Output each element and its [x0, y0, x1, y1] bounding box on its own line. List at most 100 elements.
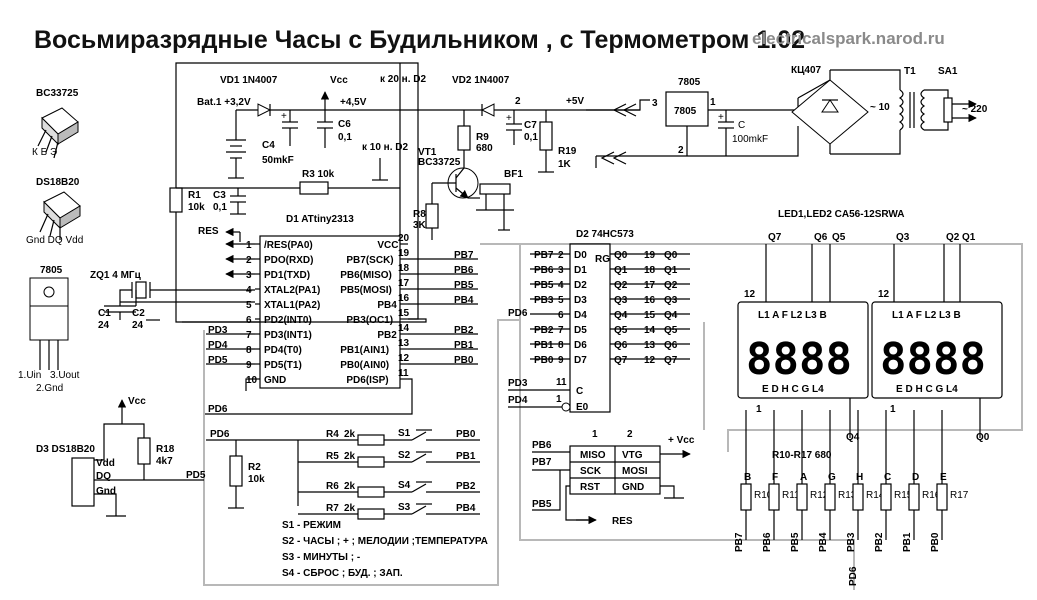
latch-input-label: D3 — [574, 295, 587, 306]
reg-pin-1: 1 — [710, 97, 716, 108]
latch-output-net: Q3 — [664, 295, 678, 306]
latch-inputs: D02PB7D13PB6D24PB5D35PB3D46D57PB2D68PB1D… — [530, 250, 587, 366]
display-top-net: Q3 — [896, 232, 910, 243]
mcu-right-pin-label: PB0(AIN0) — [340, 360, 389, 371]
mcu-right-pin-number: 16 — [398, 293, 410, 304]
mcu-right-pin-number: 12 — [398, 353, 410, 364]
k10-label: к 10 н. D2 — [362, 142, 409, 153]
mcu-left-pin-label: PD4(T0) — [264, 345, 302, 356]
latch-output-pin: 19 — [644, 250, 656, 261]
regulator-pin-gnd: 2.Gnd — [36, 383, 63, 394]
c3-label: C3 — [213, 190, 226, 201]
display-q0: Q0 — [976, 432, 990, 443]
bus-wires — [203, 243, 1023, 590]
latch-input-net: PB5 — [534, 280, 554, 291]
button-resistor-value: 2k — [344, 503, 356, 514]
r9-label: R9 — [476, 132, 489, 143]
svg-text:+: + — [718, 112, 724, 123]
disp2-top: L1 A F L2 L3 B — [892, 310, 961, 321]
c6-label: C6 — [338, 119, 351, 130]
latch-output-label: Q4 — [614, 310, 628, 321]
vd2-label: VD2 1N4007 — [452, 75, 510, 86]
latch-output-pin: 14 — [644, 325, 656, 336]
mcu-right-net: PB4 — [454, 295, 474, 306]
r18-value: 4k7 — [156, 456, 173, 467]
button-legend-line: S1 - РЕЖИМ — [282, 520, 341, 531]
regulator-pin-out: 3.Uout — [50, 370, 80, 381]
mcu-right-pin-label: PB5(MOSI) — [340, 285, 392, 296]
sensor-pins: Gnd DQ Vdd — [26, 235, 83, 246]
vd2-pin: 2 — [515, 96, 521, 107]
r19-value: 1K — [558, 159, 572, 170]
display-resistor-label: R16 — [922, 490, 941, 501]
c-label: C — [738, 120, 745, 131]
sensor-package: DS18B20 Gnd DQ Vdd — [26, 177, 83, 246]
latch-section: D2 74HC573 RG C E0 D02PB7D13PB6D24PB5D35… — [508, 229, 690, 413]
latch-input-pin: 2 — [558, 250, 564, 261]
regulator-label: 7805 — [674, 106, 697, 117]
r1-value: 10k — [188, 202, 205, 213]
mcu-left-pin-number: 2 — [246, 255, 252, 266]
latch-input-net: PB3 — [534, 295, 554, 306]
button-net-label: PB0 — [456, 429, 476, 440]
mcu-right-pin-number: 17 — [398, 278, 410, 289]
vd1-label: VD1 1N4007 — [220, 75, 278, 86]
isp-left-label: RST — [580, 482, 600, 493]
latch-input-pin: 8 — [558, 340, 564, 351]
display-q4: Q4 — [846, 432, 860, 443]
disp2-pin1: 1 — [890, 404, 896, 415]
sensor-vdd: Vdd — [96, 458, 115, 469]
mcu-right-net: PB1 — [454, 340, 474, 351]
mcu-right-pin-number: 14 — [398, 323, 410, 334]
mcu-pd6-net: PD6 — [208, 404, 228, 415]
sensor-pd5: PD5 — [186, 470, 206, 481]
mcu-right-pin-label: PB7(SCK) — [346, 255, 393, 266]
button-net-label: PB2 — [456, 481, 476, 492]
button-legend-line: S4 - СБРОС ; БУД. ; ЗАП. — [282, 568, 403, 579]
mcu-left-pin-number: 8 — [246, 345, 252, 356]
latch-input-label: D7 — [574, 355, 587, 366]
power-section: Bat.1 +3,2V VD1 1N4007 + C4 50mkF Vcc +4… — [175, 62, 988, 240]
c4-label: C4 — [262, 140, 275, 151]
button-net-label: PB4 — [456, 503, 476, 514]
svg-text:+: + — [506, 113, 512, 124]
latch-output-net: Q7 — [664, 355, 678, 366]
mcu-right-pin-label: PB4 — [377, 300, 397, 311]
crystal-label: ZQ1 4 МГц — [90, 270, 142, 281]
button-net-label: PB1 — [456, 451, 476, 462]
transistor-package-name: BC33725 — [36, 88, 79, 99]
c6-value: 0,1 — [338, 132, 352, 143]
button-switch-label: S2 — [398, 450, 411, 461]
isp-right-label: MOSI — [622, 466, 648, 477]
display-resistor-label: R15 — [894, 490, 913, 501]
latch-input-label: D4 — [574, 310, 587, 321]
mcu-left-pin-label: /RES(PA0) — [264, 240, 313, 251]
display-top-net: Q5 — [832, 232, 846, 243]
latch-input-pin: 9 — [558, 355, 564, 366]
display-resistor-label: R13 — [838, 490, 857, 501]
isp-right-label: VTG — [622, 450, 643, 461]
disp1-pin12: 12 — [744, 289, 756, 300]
display-segment-label: B — [744, 472, 751, 483]
display-segment-label: G — [828, 472, 836, 483]
page-title: Восьмиразрядные Часы с Будильником , с Т… — [34, 26, 805, 54]
r9-value: 680 — [476, 143, 493, 154]
display-resistor-net: PB1 — [902, 532, 913, 552]
vcc-label: Vcc — [330, 75, 348, 86]
button-resistor-label: R6 — [326, 481, 339, 492]
display-resistor-net: PB5 — [790, 532, 801, 552]
disp1-top: L1 A F L2 L3 B — [758, 310, 827, 321]
button-switch-label: S3 — [398, 502, 411, 513]
mcu-left-pins: /RES(PA0)1PDO(RXD)2PD1(TXD)3XTAL2(PA1)4X… — [206, 239, 320, 391]
c1-value: 24 — [98, 320, 110, 331]
display-top-net: Q1 — [962, 232, 976, 243]
display-resistor-label: R10 — [754, 490, 773, 501]
isp-vcc: + Vcc — [668, 435, 695, 446]
v5-label: +5V — [566, 96, 584, 107]
latch-rg: RG — [595, 254, 610, 265]
